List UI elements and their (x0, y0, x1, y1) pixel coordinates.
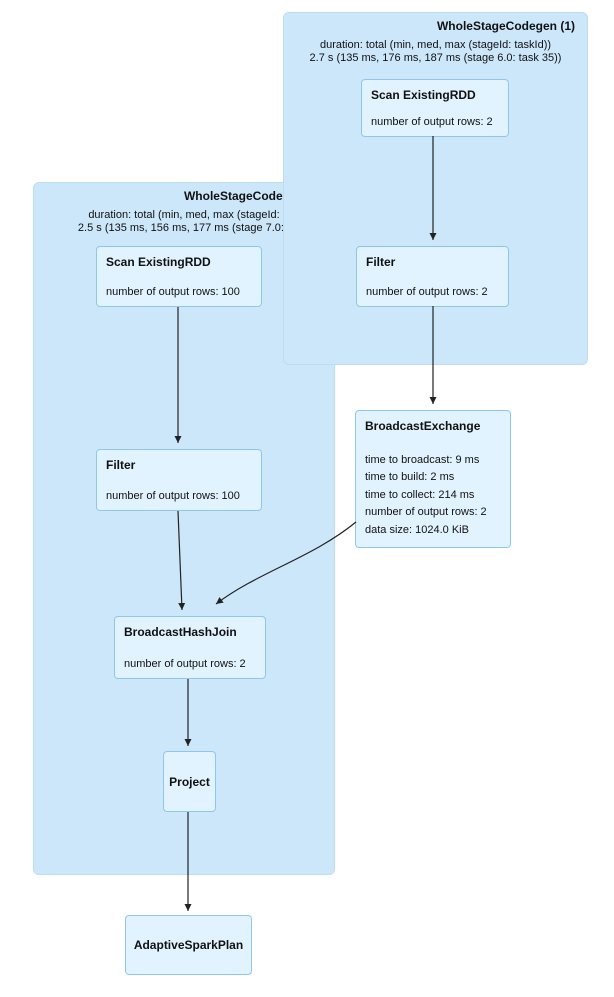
plan-node-broadcastexchange[interactable]: BroadcastExchange time to broadcast: 9 m… (355, 410, 511, 548)
node-metric: number of output rows: 100 (106, 490, 240, 502)
node-metric: number of output rows: 2 (371, 116, 493, 128)
node-metric: time to build: 2 ms (365, 471, 455, 483)
node-metric: time to collect: 214 ms (365, 488, 475, 501)
node-title: Filter (366, 255, 396, 269)
node-title: AdaptiveSparkPlan (133, 938, 244, 952)
cluster-title: WholeStageCodegen (1) (436, 19, 575, 33)
cluster-wholestagecodegen-1: WholeStageCodegen (1) duration: total (m… (283, 12, 588, 365)
node-title: Project (169, 774, 210, 789)
node-metric: data size: 1024.0 KiB (365, 523, 469, 536)
node-metric: number of output rows: 2 (365, 506, 487, 518)
node-metric: number of output rows: 2 (124, 658, 246, 670)
node-title: Scan ExistingRDD (106, 255, 211, 269)
node-title: BroadcastHashJoin (124, 625, 237, 639)
plan-node-project[interactable]: Project (163, 751, 216, 812)
node-title: Scan ExistingRDD (371, 88, 476, 102)
plan-node-broadcasthashjoin[interactable]: BroadcastHashJoin number of output rows:… (114, 616, 266, 679)
node-metrics: time to broadcast: 9 ms time to build: 2… (365, 452, 501, 540)
node-title: Filter (106, 458, 136, 472)
node-metric: number of output rows: 100 (106, 286, 240, 298)
plan-node-filter-2[interactable]: Filter number of output rows: 100 (96, 449, 262, 511)
node-title: BroadcastExchange (365, 419, 481, 433)
plan-node-scan-existingrdd-1[interactable]: Scan ExistingRDD number of output rows: … (361, 79, 509, 137)
cluster-duration-line2: 2.5 s (135 ms, 156 ms, 177 ms (stage 7.0… (77, 222, 291, 234)
node-metric: time to broadcast: 9 ms (365, 453, 480, 466)
cluster-duration-line2: 2.7 s (135 ms, 176 ms, 187 ms (stage 6.0… (309, 52, 562, 64)
cluster-duration-line1: duration: total (min, med, max (stageId:… (319, 39, 552, 51)
plan-node-adaptivesparkplan[interactable]: AdaptiveSparkPlan (125, 915, 252, 975)
cluster-duration-line1: duration: total (min, med, max (stageId: (88, 209, 280, 221)
plan-node-filter-1[interactable]: Filter number of output rows: 2 (356, 246, 509, 307)
node-metric: number of output rows: 2 (366, 286, 488, 298)
plan-node-scan-existingrdd-2[interactable]: Scan ExistingRDD number of output rows: … (96, 246, 262, 307)
